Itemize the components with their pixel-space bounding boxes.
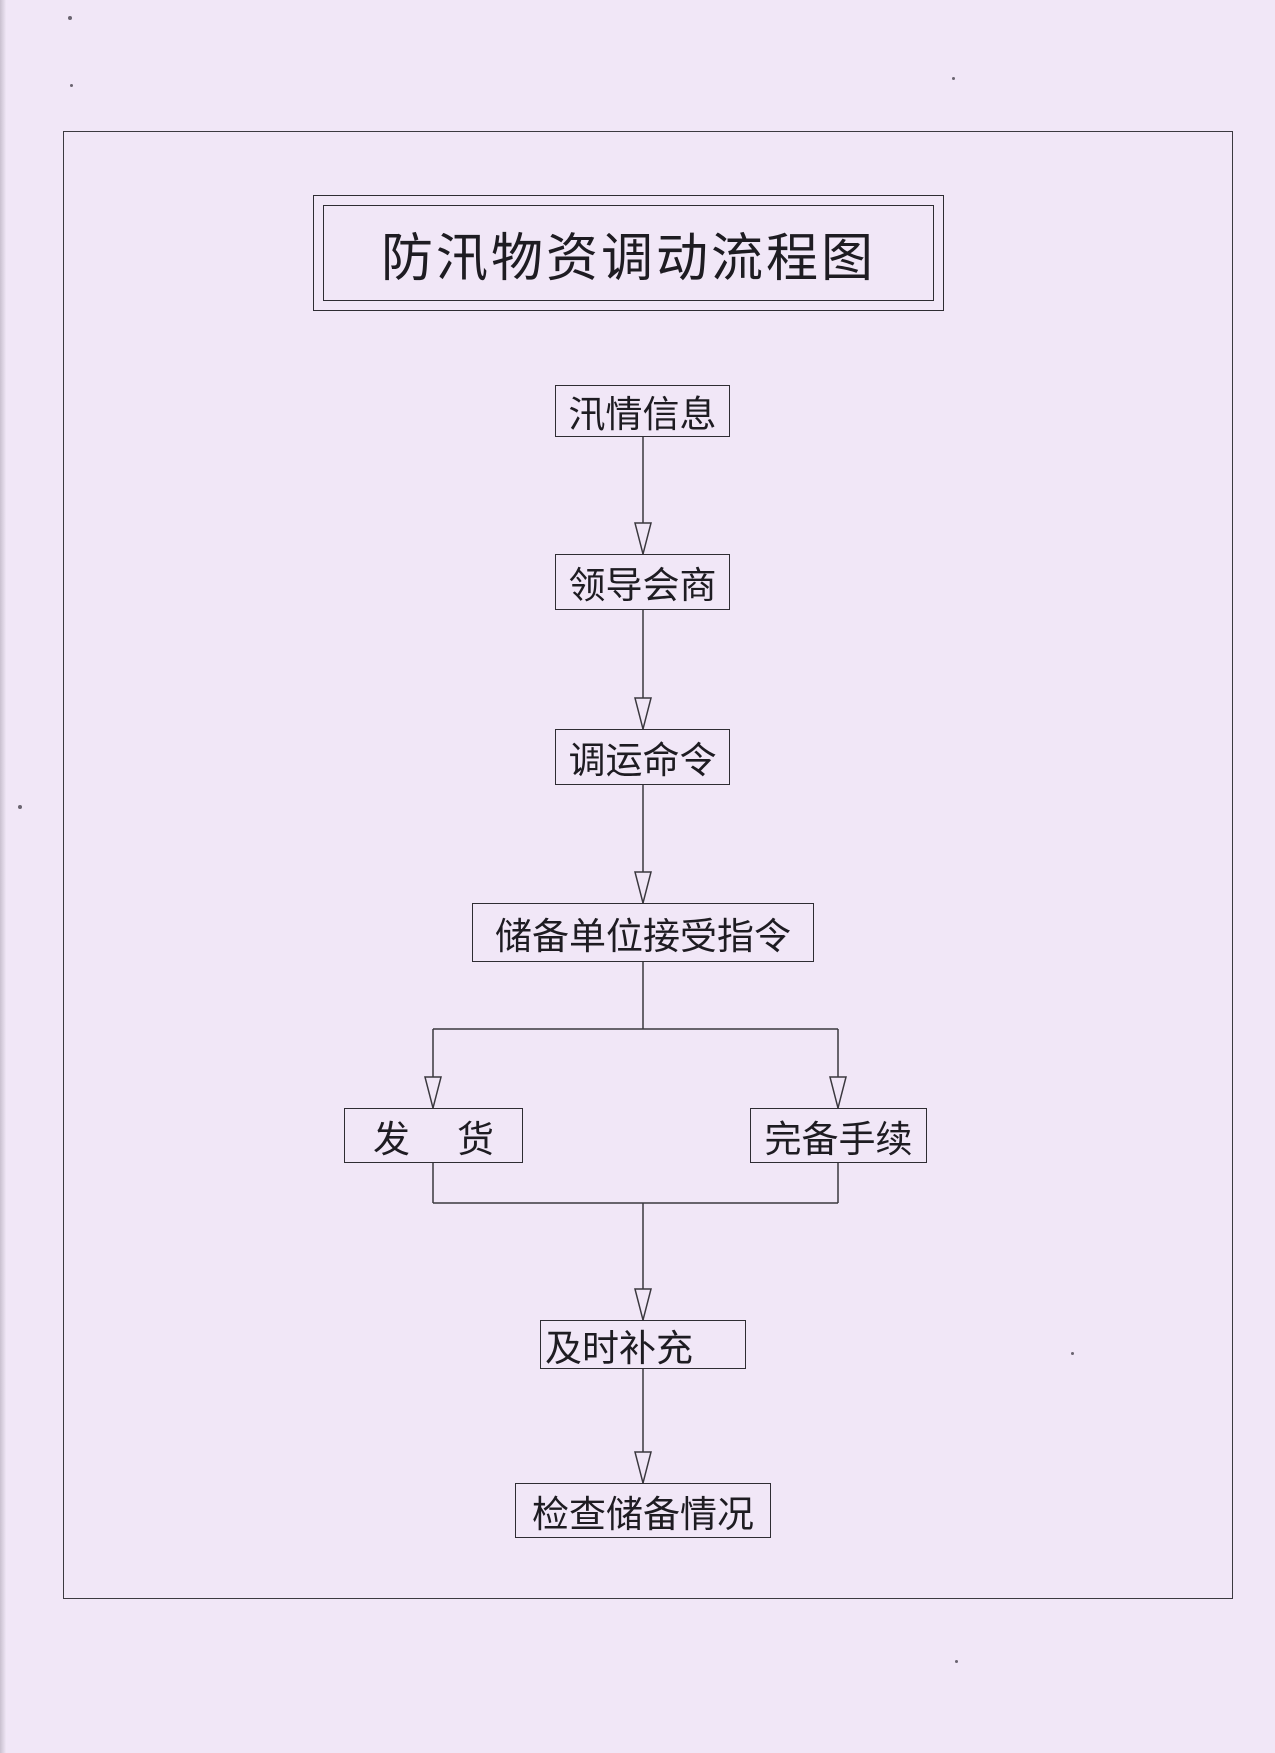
scan-speck [70,84,73,87]
node-flood-info: 汛情信息 [555,385,730,437]
scan-speck [955,1660,958,1663]
node-receive-instruction: 储备单位接受指令 [472,903,814,962]
node-complete-procedures: 完备手续 [750,1108,927,1163]
node-complete-procedures-label: 完备手续 [764,1117,913,1161]
arrowhead-to-procedures [829,1076,847,1109]
node-timely-replenish-label: 及时补充 [545,1326,693,1370]
node-ship-goods-label: 发 货 [372,1117,495,1161]
arrowhead-to-replenish [634,1288,652,1321]
node-timely-replenish: 及时补充 [540,1320,746,1370]
outer-frame [63,131,1233,1599]
scan-speck [952,77,955,80]
arrowhead-to-leader [634,522,652,555]
page-title: 防汛物资调动流程图 [380,228,876,289]
arrowhead-to-ship [424,1076,442,1109]
node-dispatch-order-label: 调运命令 [568,739,717,782]
node-ship-goods: 发 货 [344,1108,523,1163]
scan-edge-shadow [0,0,6,1753]
title-inner-frame: 防汛物资调动流程图 [323,205,934,301]
arrowhead-to-receive [634,871,652,904]
node-dispatch-order: 调运命令 [555,729,730,785]
node-leader-consult-label: 领导会商 [568,564,717,607]
node-check-reserves: 检查储备情况 [515,1483,771,1538]
node-receive-instruction-label: 储备单位接受指令 [495,914,791,958]
node-leader-consult: 领导会商 [555,554,730,610]
node-flood-info-label: 汛情信息 [568,393,717,436]
connector-merge [432,1163,839,1320]
arrowhead-to-check [634,1451,652,1484]
connector-receive-split [432,962,839,1108]
scan-speck [68,16,72,20]
node-check-reserves-label: 检查储备情况 [532,1492,754,1536]
title-box: 防汛物资调动流程图 [313,195,944,311]
scan-speck [18,805,22,809]
arrowhead-to-dispatch [634,697,652,730]
scan-speck [1071,1352,1074,1355]
